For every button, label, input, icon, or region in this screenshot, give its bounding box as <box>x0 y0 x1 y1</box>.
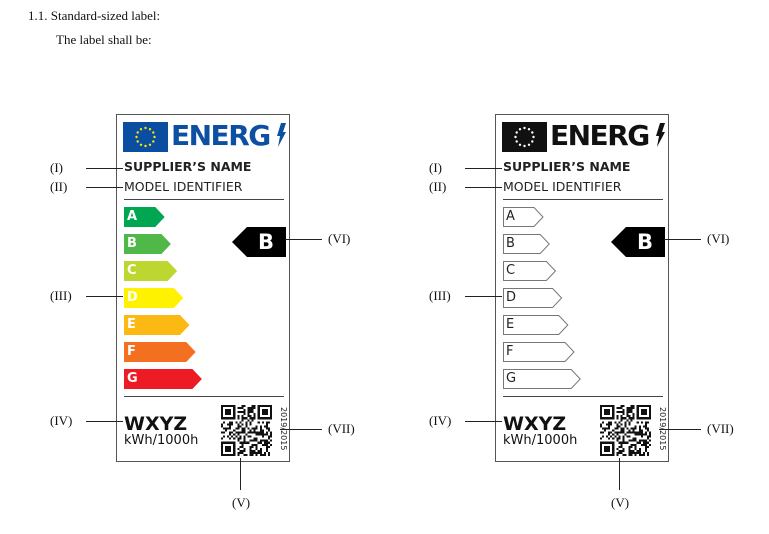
supplier-name: SUPPLIER’S NAME <box>124 159 252 174</box>
energy-consumption-value: WXYZ <box>503 413 567 435</box>
callout-vi: (VI) <box>707 231 730 246</box>
leader-line <box>280 429 322 430</box>
class-letter: C <box>127 263 137 278</box>
energy-class-d: D <box>503 288 563 308</box>
energy-consumption-unit: kWh/1000h <box>124 433 199 448</box>
energy-class-g: G <box>503 369 581 389</box>
callout-vi: (VI) <box>328 231 351 246</box>
callout-iv: (IV) <box>429 413 452 428</box>
class-letter: G <box>506 371 517 386</box>
class-letter: E <box>506 317 515 332</box>
energy-class-a: A <box>124 207 165 227</box>
class-letter: A <box>127 209 138 224</box>
energy-wordmark: ENERG <box>171 119 271 152</box>
energy-class-g: G <box>124 369 202 389</box>
class-letter: G <box>127 371 138 386</box>
lightning-bolt-icon <box>275 123 287 147</box>
supplier-name: SUPPLIER’S NAME <box>503 159 631 174</box>
energy-wordmark: ENERG <box>550 119 650 152</box>
energy-class-b: B <box>124 234 171 254</box>
callout-iii: (III) <box>50 288 72 303</box>
leader-line <box>86 168 123 169</box>
energy-class-b: B <box>503 234 550 254</box>
energy-class-a: A <box>503 207 544 227</box>
class-letter: E <box>127 317 136 332</box>
callout-ii: (II) <box>50 179 68 194</box>
leader-line <box>285 239 322 240</box>
energy-class-e: E <box>503 315 569 335</box>
divider <box>503 396 663 397</box>
callout-i: (I) <box>429 160 442 175</box>
divider <box>124 199 284 200</box>
class-letter: B <box>127 236 137 251</box>
class-letter: F <box>506 344 514 359</box>
energy-class-c: C <box>503 261 557 281</box>
leader-line <box>619 458 620 490</box>
energy-consumption-unit: kWh/1000h <box>503 433 578 448</box>
class-indicator-arrow: B <box>611 227 665 257</box>
leader-line <box>465 296 502 297</box>
class-letter: B <box>506 236 515 251</box>
energy-class-c: C <box>124 261 178 281</box>
leader-line <box>86 187 123 188</box>
class-letter: D <box>506 290 517 305</box>
energy-class-d: D <box>124 288 184 308</box>
energy-class-e: E <box>124 315 190 335</box>
callout-ii: (II) <box>429 179 447 194</box>
section-subheading: The label shall be: <box>56 32 152 47</box>
class-letter: A <box>506 209 515 224</box>
qr-code-icon <box>221 405 272 456</box>
indicated-class: B <box>258 230 275 254</box>
leader-line <box>86 421 123 422</box>
callout-vii: (VII) <box>328 421 355 436</box>
callout-v: (V) <box>611 495 630 510</box>
class-letter: D <box>127 290 138 305</box>
regulation-number: 2019/2015 <box>658 407 667 457</box>
qr-code-icon <box>600 405 651 456</box>
leader-line <box>465 168 502 169</box>
leader-line <box>240 458 241 490</box>
leader-line <box>664 239 701 240</box>
section-heading: 1.1. Standard-sized label: <box>28 8 161 23</box>
class-letter: C <box>506 263 516 278</box>
leader-line <box>659 429 701 430</box>
callout-iii: (III) <box>429 288 451 303</box>
indicated-class: B <box>637 230 654 254</box>
callout-iv: (IV) <box>50 413 73 428</box>
divider <box>503 199 663 200</box>
class-letter: F <box>127 344 136 359</box>
callout-vii: (VII) <box>707 421 734 436</box>
callout-i: (I) <box>50 160 63 175</box>
callout-v: (V) <box>232 495 251 510</box>
model-identifier: MODEL IDENTIFIER <box>503 179 622 194</box>
leader-line <box>465 421 502 422</box>
leader-line <box>465 187 502 188</box>
divider <box>124 396 284 397</box>
regulation-number: 2019/2015 <box>279 407 288 457</box>
energy-consumption-value: WXYZ <box>124 413 188 435</box>
energy-class-f: F <box>503 342 575 362</box>
class-indicator-arrow: B <box>232 227 286 257</box>
leader-line <box>86 296 123 297</box>
eu-flag-icon <box>123 122 168 152</box>
model-identifier: MODEL IDENTIFIER <box>124 179 243 194</box>
energy-class-f: F <box>124 342 196 362</box>
eu-flag-icon <box>502 122 547 152</box>
lightning-bolt-icon <box>654 123 666 147</box>
